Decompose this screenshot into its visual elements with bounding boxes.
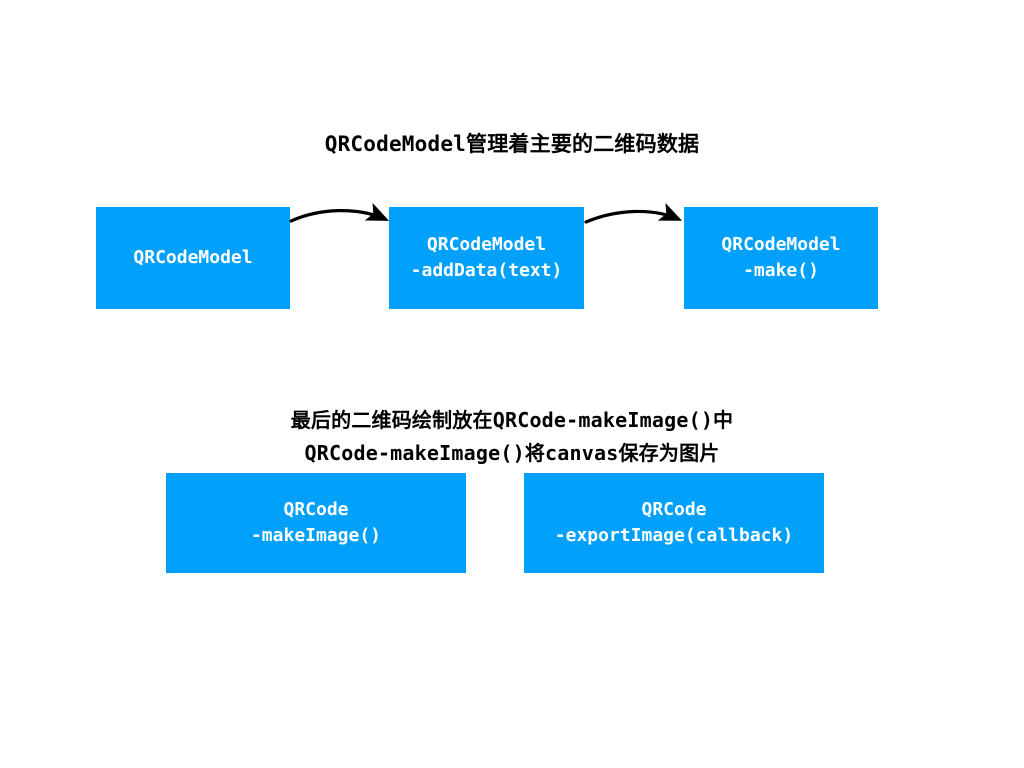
node-qrcode-exportimage-line2: -exportImage(callback): [554, 525, 794, 546]
arrow-model-to-adddata: [289, 202, 390, 223]
node-qrcode-exportimage-line1: QRCode: [641, 499, 707, 520]
diagram-title: QRCodeModel管理着主要的二维码数据: [324, 132, 700, 156]
node-qrcodemodel-adddata-line2: -addData(text): [410, 260, 563, 281]
node-qrcodemodel-line1: QRCodeModel: [133, 247, 253, 268]
node-qrcodemodel[interactable]: QRCodeModel: [96, 207, 290, 309]
arrow-adddata-to-make: [584, 203, 683, 224]
node-qrcode-makeimage[interactable]: QRCode -makeImage(): [166, 473, 466, 573]
node-qrcodemodel-make-line1: QRCodeModel: [721, 234, 841, 255]
node-qrcodemodel-make-line2: -make(): [743, 260, 819, 281]
node-qrcodemodel-adddata-line1: QRCodeModel: [426, 234, 547, 255]
node-qrcode-makeimage-line1: QRCode: [283, 499, 349, 520]
node-qrcodemodel-make[interactable]: QRCodeModel -make(): [684, 207, 878, 309]
caption-line-1: 最后的二维码绘制放在QRCode-makeImage()中: [290, 408, 734, 432]
node-qrcodemodel-adddata[interactable]: QRCodeModel -addData(text): [389, 207, 584, 309]
caption-line-2: QRCode-makeImage()将canvas保存为图片: [304, 441, 720, 465]
node-qrcode-makeimage-line2: -makeImage(): [250, 525, 382, 546]
node-qrcode-exportimage[interactable]: QRCode -exportImage(callback): [524, 473, 824, 573]
